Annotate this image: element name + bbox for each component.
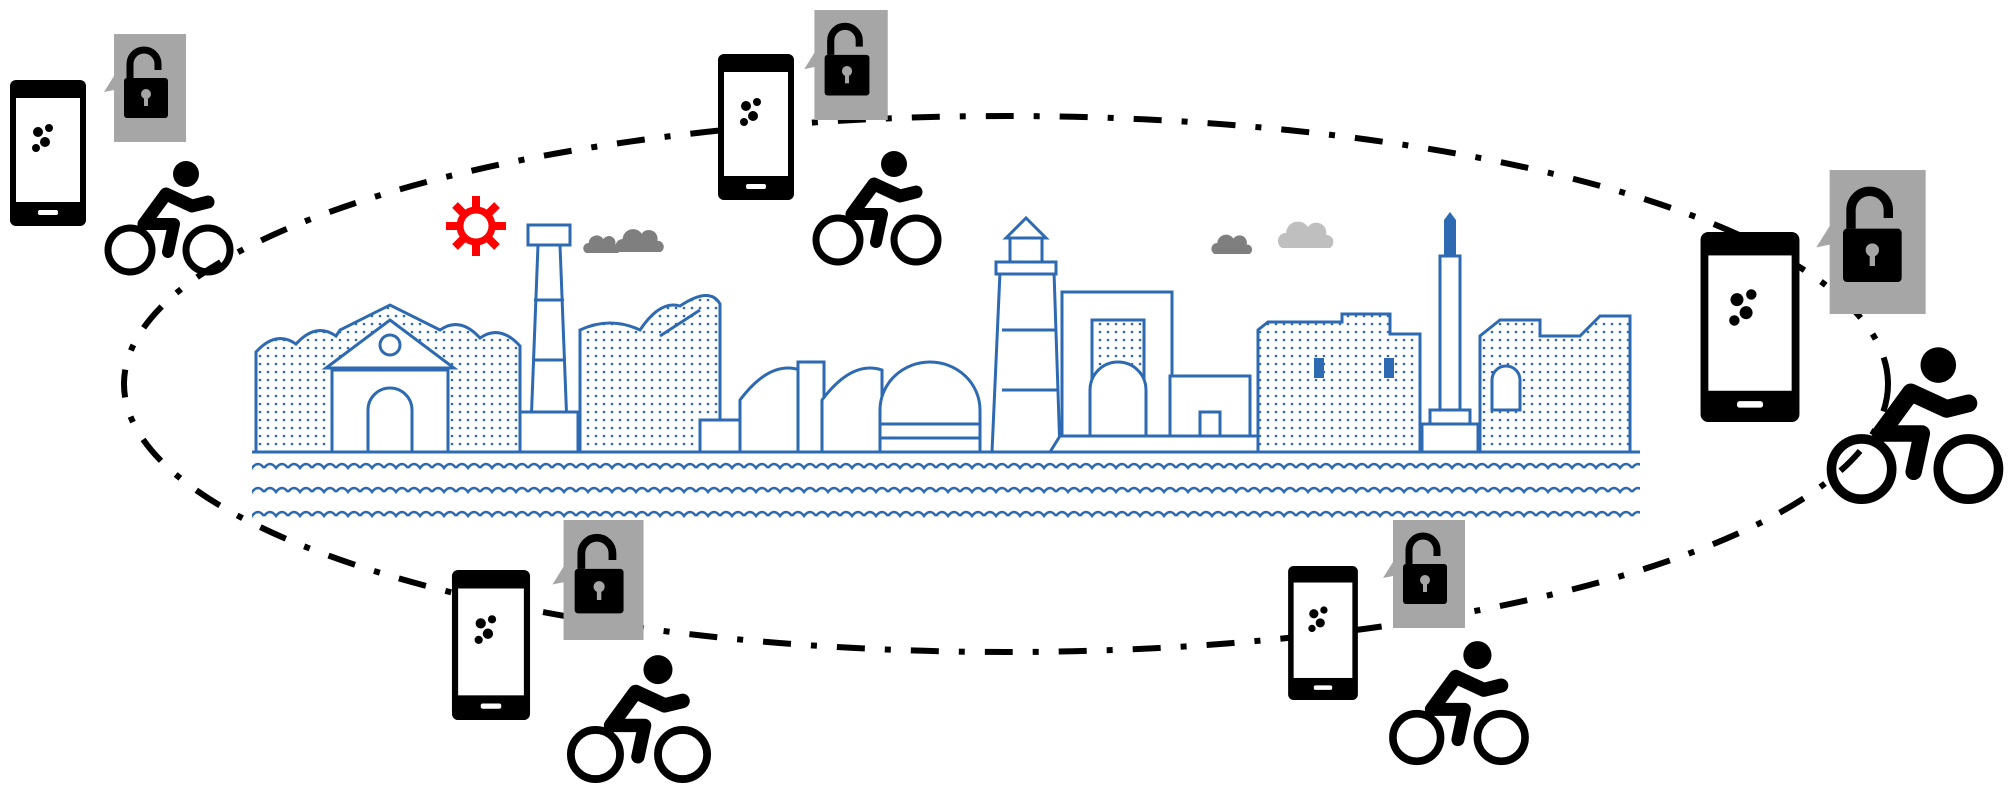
dome-building: [878, 360, 982, 454]
node-1: [10, 34, 230, 272]
tall-tower: [518, 223, 580, 454]
node-2: [718, 10, 938, 262]
ruins: [1478, 314, 1632, 454]
city-skyline: [252, 212, 1640, 522]
cloud-icon: [583, 229, 664, 253]
unlocked-padlock-icon: [1816, 170, 1925, 314]
unlocked-padlock-icon: [1383, 520, 1465, 628]
cyclist-icon: [816, 151, 938, 262]
node-5: [1288, 520, 1525, 761]
red-star-marker: [446, 196, 506, 256]
cyclist-icon: [1831, 347, 1998, 499]
palace-gate: [254, 303, 522, 454]
fortress: [1256, 312, 1422, 454]
cyclist-icon: [108, 161, 230, 272]
smartphone-icon: [1288, 566, 1358, 700]
smartphone-icon: [718, 54, 794, 200]
sea-waves: [252, 458, 1640, 522]
network-ring: [121, 113, 1891, 655]
unlocked-padlock-icon: [552, 520, 643, 640]
cyclist-icon: [571, 655, 707, 779]
modern-building: [578, 294, 722, 454]
smartphone-icon: [1700, 232, 1800, 422]
ornate-monument: [698, 360, 884, 454]
smartphone-icon: [451, 570, 531, 720]
lighthouse: [990, 215, 1062, 454]
unlocked-padlock-icon: [804, 10, 888, 120]
node-4: [451, 520, 707, 779]
smartphone-icon: [10, 80, 86, 226]
cyclist-icon: [1393, 641, 1525, 761]
cloud-icon: [1211, 221, 1334, 254]
unlocked-padlock-icon: [104, 34, 186, 142]
node-3: [1700, 170, 1999, 499]
statue-column: [1420, 212, 1480, 454]
castle-gate: [1047, 290, 1273, 454]
